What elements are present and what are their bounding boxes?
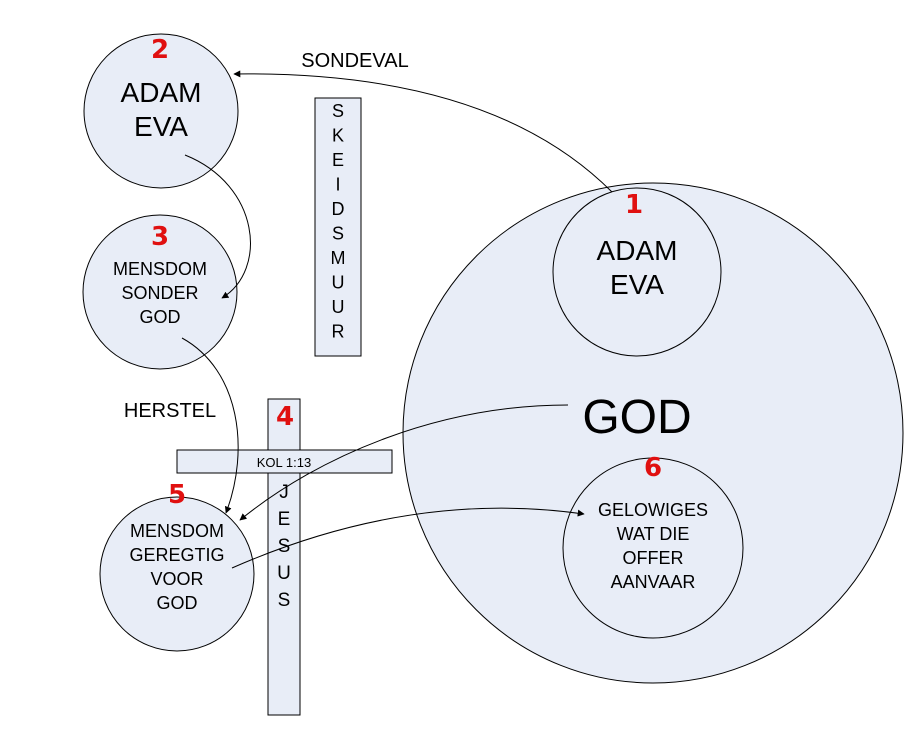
circle-3-line-2: GOD bbox=[139, 307, 180, 327]
step-number-2: 2 bbox=[151, 35, 169, 65]
circle-6-text: GELOWIGES WAT DIE OFFER AANVAAR bbox=[598, 500, 708, 592]
circle-3-text: MENSDOM SONDER GOD bbox=[113, 259, 207, 327]
circle-mankind-righteous bbox=[99, 496, 255, 652]
circle-5-line-1: GEREGTIG bbox=[129, 545, 224, 565]
arrow-god-to-5 bbox=[239, 404, 569, 521]
wall-letter-0: S bbox=[332, 101, 344, 121]
label-god: GOD bbox=[582, 391, 691, 444]
circle-adam-eva-inside bbox=[552, 187, 722, 357]
wall-letter-5: S bbox=[332, 224, 344, 244]
cross-letter-2: S bbox=[278, 536, 291, 557]
cross-horizontal bbox=[176, 449, 393, 474]
circle-5-line-3: GOD bbox=[156, 593, 197, 613]
circle-5-line-0: MENSDOM bbox=[130, 521, 224, 541]
circle-2-line-0: ADAM bbox=[121, 77, 202, 108]
wall-letter-1: K bbox=[332, 126, 344, 146]
circle-1-line-0: ADAM bbox=[597, 235, 678, 266]
step-number-3: 3 bbox=[151, 222, 169, 252]
cross-letter-3: U bbox=[277, 563, 291, 584]
circle-1-line-1: EVA bbox=[610, 269, 664, 300]
circle-2-line-1: EVA bbox=[134, 111, 188, 142]
wall-letter-4: D bbox=[332, 199, 345, 219]
arrow-5-to-6 bbox=[231, 507, 585, 569]
step-number-6: 6 bbox=[644, 453, 662, 483]
cross-letter-0: J bbox=[279, 482, 289, 503]
wall-letter-9: R bbox=[332, 322, 345, 342]
circle-5-line-2: VOOR bbox=[150, 569, 203, 589]
arrow-3-to-5 bbox=[181, 337, 239, 514]
circle-believers bbox=[562, 457, 744, 639]
wall-letter-7: U bbox=[332, 273, 345, 293]
wall-letter-2: E bbox=[332, 150, 344, 170]
step-number-1: 1 bbox=[625, 190, 643, 220]
arrow-2-to-3 bbox=[184, 154, 251, 299]
wall-letter-3: I bbox=[335, 175, 340, 195]
dividing-wall bbox=[314, 97, 362, 357]
circle-3-line-0: MENSDOM bbox=[113, 259, 207, 279]
circle-mankind-without-god bbox=[82, 214, 238, 370]
arrow-sondeval bbox=[233, 70, 613, 193]
label-kol: KOL 1:13 bbox=[257, 455, 311, 470]
step-number-4: 4 bbox=[276, 402, 294, 432]
wall-letter-8: U bbox=[332, 297, 345, 317]
god-circle bbox=[402, 182, 904, 684]
circle-6-line-3: AANVAAR bbox=[611, 572, 696, 592]
wall-letter-6: M bbox=[331, 248, 346, 268]
cross-letter-4: S bbox=[278, 590, 291, 611]
label-herstel: HERSTEL bbox=[124, 400, 216, 422]
circle-6-line-0: GELOWIGES bbox=[598, 500, 708, 520]
circle-adam-eva-fallen bbox=[83, 33, 239, 189]
step-number-5: 5 bbox=[168, 480, 186, 510]
label-sondeval: SONDEVAL bbox=[301, 50, 408, 72]
cross-vertical bbox=[267, 398, 301, 716]
cross-letter-1: E bbox=[278, 509, 291, 530]
circle-5-text: MENSDOM GEREGTIG VOOR GOD bbox=[129, 521, 224, 613]
circle-6-line-1: WAT DIE bbox=[617, 524, 690, 544]
circle-3-line-1: SONDER bbox=[121, 283, 198, 303]
circle-6-line-2: OFFER bbox=[623, 548, 684, 568]
